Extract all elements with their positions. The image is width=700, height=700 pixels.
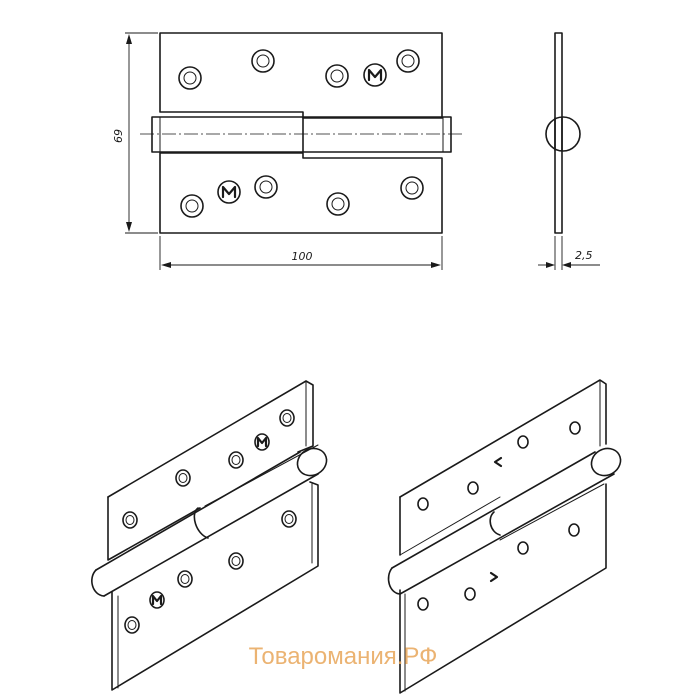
watermark-text: Товаромания.РФ	[249, 643, 438, 670]
dimension-thickness: 2,5	[538, 236, 600, 270]
dimension-width: 100	[159, 236, 443, 270]
thickness-label: 2,5	[575, 249, 593, 262]
mark-upper-chevron	[493, 456, 503, 468]
front-view	[140, 32, 465, 234]
upper-leaf-outline	[159, 32, 443, 119]
iso-left-holes-lower	[124, 552, 244, 634]
iso-left-holes-upper	[122, 409, 297, 529]
isometric-view-left	[91, 380, 328, 691]
side-view	[545, 32, 581, 234]
side-knuckle	[545, 116, 581, 152]
screw-holes-lower	[180, 175, 424, 218]
height-label: 69	[112, 129, 125, 143]
mark-lower-chevron	[489, 571, 499, 583]
width-label: 100	[292, 250, 313, 263]
lower-leaf-outline	[159, 152, 443, 234]
knuckle-barrel	[151, 116, 452, 153]
brand-mark-lower	[217, 180, 241, 204]
dimension-height: 69	[112, 32, 158, 234]
side-leaf	[554, 32, 563, 234]
isometric-view-right	[387, 379, 622, 694]
screw-holes-upper	[178, 49, 420, 90]
brand-mark-upper	[363, 63, 387, 87]
iso-right-holes	[417, 421, 581, 611]
